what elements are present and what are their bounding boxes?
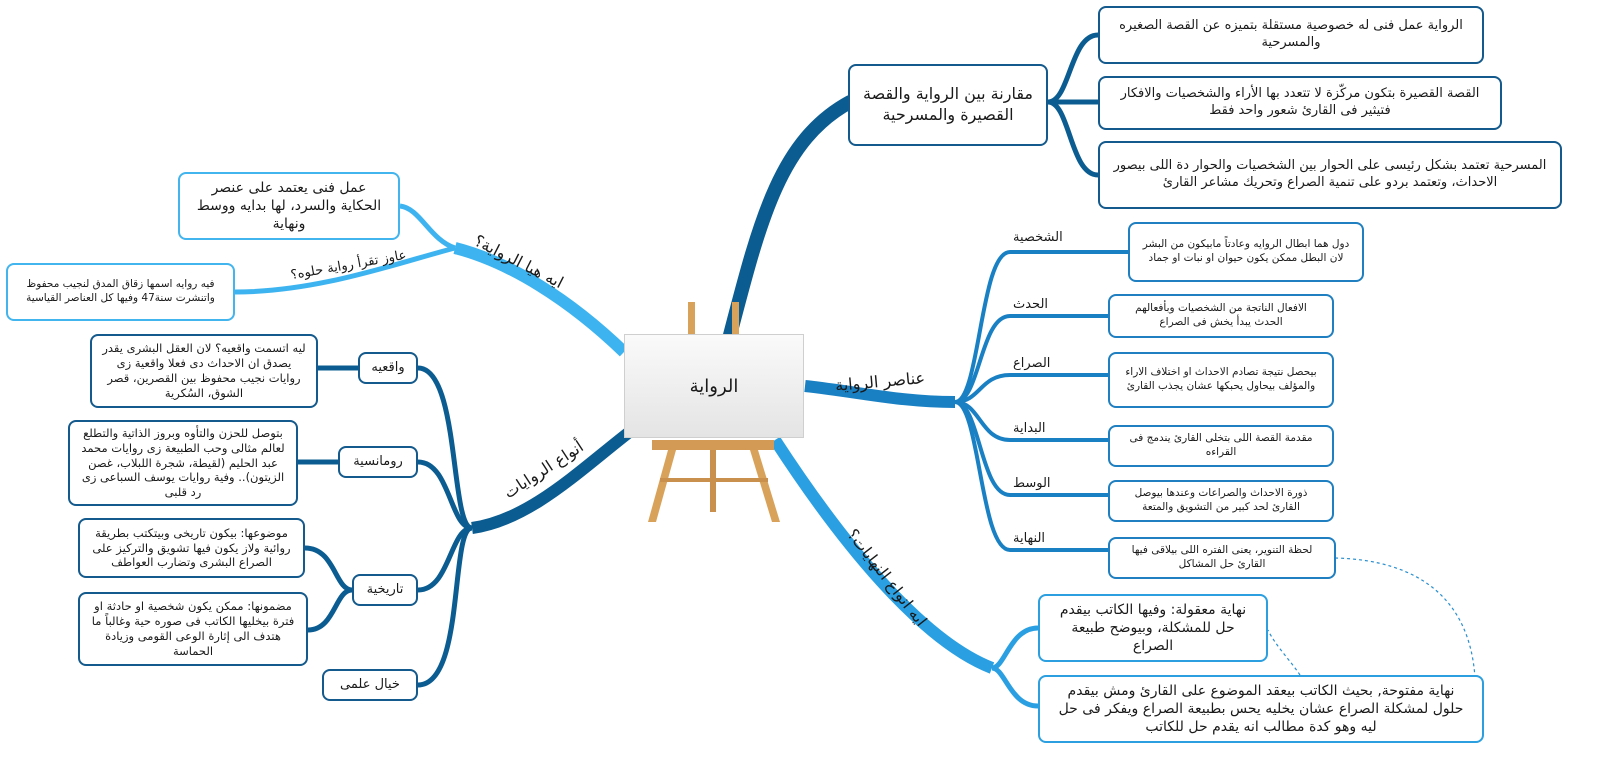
element-text-beginning[interactable]: مقدمة القصة اللى بتخلى القارئ يندمج فى ا… [1108, 425, 1334, 467]
link-end-2 [991, 665, 1039, 709]
element-text-character[interactable]: دول هما ابطال الروايه وعادتاً مابيكون من… [1128, 222, 1364, 282]
ending-item-2[interactable]: نهاية مفتوحة, بحيث الكاتب بيعقد الموضوع … [1038, 675, 1484, 743]
link-type-2 [417, 459, 473, 531]
element-label-character: الشخصية [1013, 230, 1063, 245]
link-end-1 [991, 625, 1039, 671]
link-type-3b [307, 587, 353, 633]
element-label-middle: الوسط [1013, 476, 1051, 491]
type-text-romantic[interactable]: بتوصل للحزن والتأوه وبروز الذاتية والتطل… [68, 420, 298, 506]
type-text-historical-1[interactable]: موضوعها: بيكون تاريخى وبيتكتب بطريقة روا… [78, 518, 305, 578]
link-type-4 [417, 525, 474, 688]
link-type-1 [417, 365, 474, 531]
link-comparison-3 [1047, 99, 1099, 178]
link-what-1 [399, 203, 456, 251]
comparison-item-2[interactable]: القصة القصيرة بتكون مركّزة لا تتعدد بها … [1098, 76, 1502, 130]
type-label-realistic[interactable]: واقعيه [358, 352, 418, 384]
dashed-link-2 [1334, 557, 1476, 679]
comparison-item-1[interactable]: الرواية عمل فنى له خصوصية مستقلة بتميزه … [1098, 6, 1484, 64]
link-el-6 [954, 400, 1108, 552]
type-text-realistic[interactable]: ليه اتسمت واقعيه؟ لان العقل البشرى يقدر … [90, 334, 318, 408]
element-label-beginning: البداية [1013, 421, 1046, 436]
type-label-historical[interactable]: تاريخية [352, 574, 418, 606]
branch-endings [769, 436, 995, 674]
central-topic[interactable]: الرواية [624, 334, 804, 438]
what-is-definition[interactable]: عمل فنى يعتمد على عنصر الحكاية والسرد، ل… [178, 172, 400, 240]
link-what-2 [234, 245, 456, 295]
comparison-item-3[interactable]: المسرحية تعتمد بشكل رئيسى على الحوار بين… [1098, 141, 1562, 209]
element-text-conflict[interactable]: بيحصل نتيجة تصادم الاحداث او اختلاف الار… [1108, 352, 1334, 408]
dashed-link-1 [1267, 629, 1301, 676]
ending-item-1[interactable]: نهاية معقولة: وفيها الكاتب بيقدم حل للمش… [1038, 594, 1268, 662]
link-el-1 [954, 250, 1128, 404]
comparison-title[interactable]: مقارنة بين الرواية والقصة القصيرة والمسر… [848, 64, 1048, 146]
element-text-middle[interactable]: ذورة الاحداث والصراعات وعندها بيوصل القا… [1108, 480, 1334, 522]
type-text-historical-2[interactable]: مضمونها: ممكن يكون شخصية او حادثة او فتر… [78, 592, 308, 666]
link-el-3 [954, 373, 1108, 404]
element-label-end: النهاية [1013, 531, 1046, 546]
branch-types [471, 425, 636, 534]
branch-what-is [453, 242, 629, 357]
element-text-end[interactable]: لحظة التنوير، يعنى الفتره اللى بيلاقى في… [1108, 537, 1336, 579]
branch-comparison [723, 95, 857, 342]
element-label-conflict: الصراع [1013, 356, 1051, 371]
type-label-romantic[interactable]: رومانسية [338, 446, 418, 478]
type-label-scifi[interactable]: خيال علمى [322, 669, 418, 701]
link-el-2 [954, 314, 1108, 404]
element-text-event[interactable]: الافعال الناتجة من الشخصيات وبأفعالهم ال… [1108, 294, 1334, 338]
easel-icon [648, 302, 780, 522]
element-label-event: الحدث [1013, 297, 1049, 312]
link-comparison-1 [1047, 32, 1099, 105]
what-is-sub-text[interactable]: فيه روايه اسمها زقاق المدق لنجيب محفوظ و… [6, 263, 235, 321]
branch-elements [804, 380, 956, 408]
link-type-3a [304, 545, 353, 593]
